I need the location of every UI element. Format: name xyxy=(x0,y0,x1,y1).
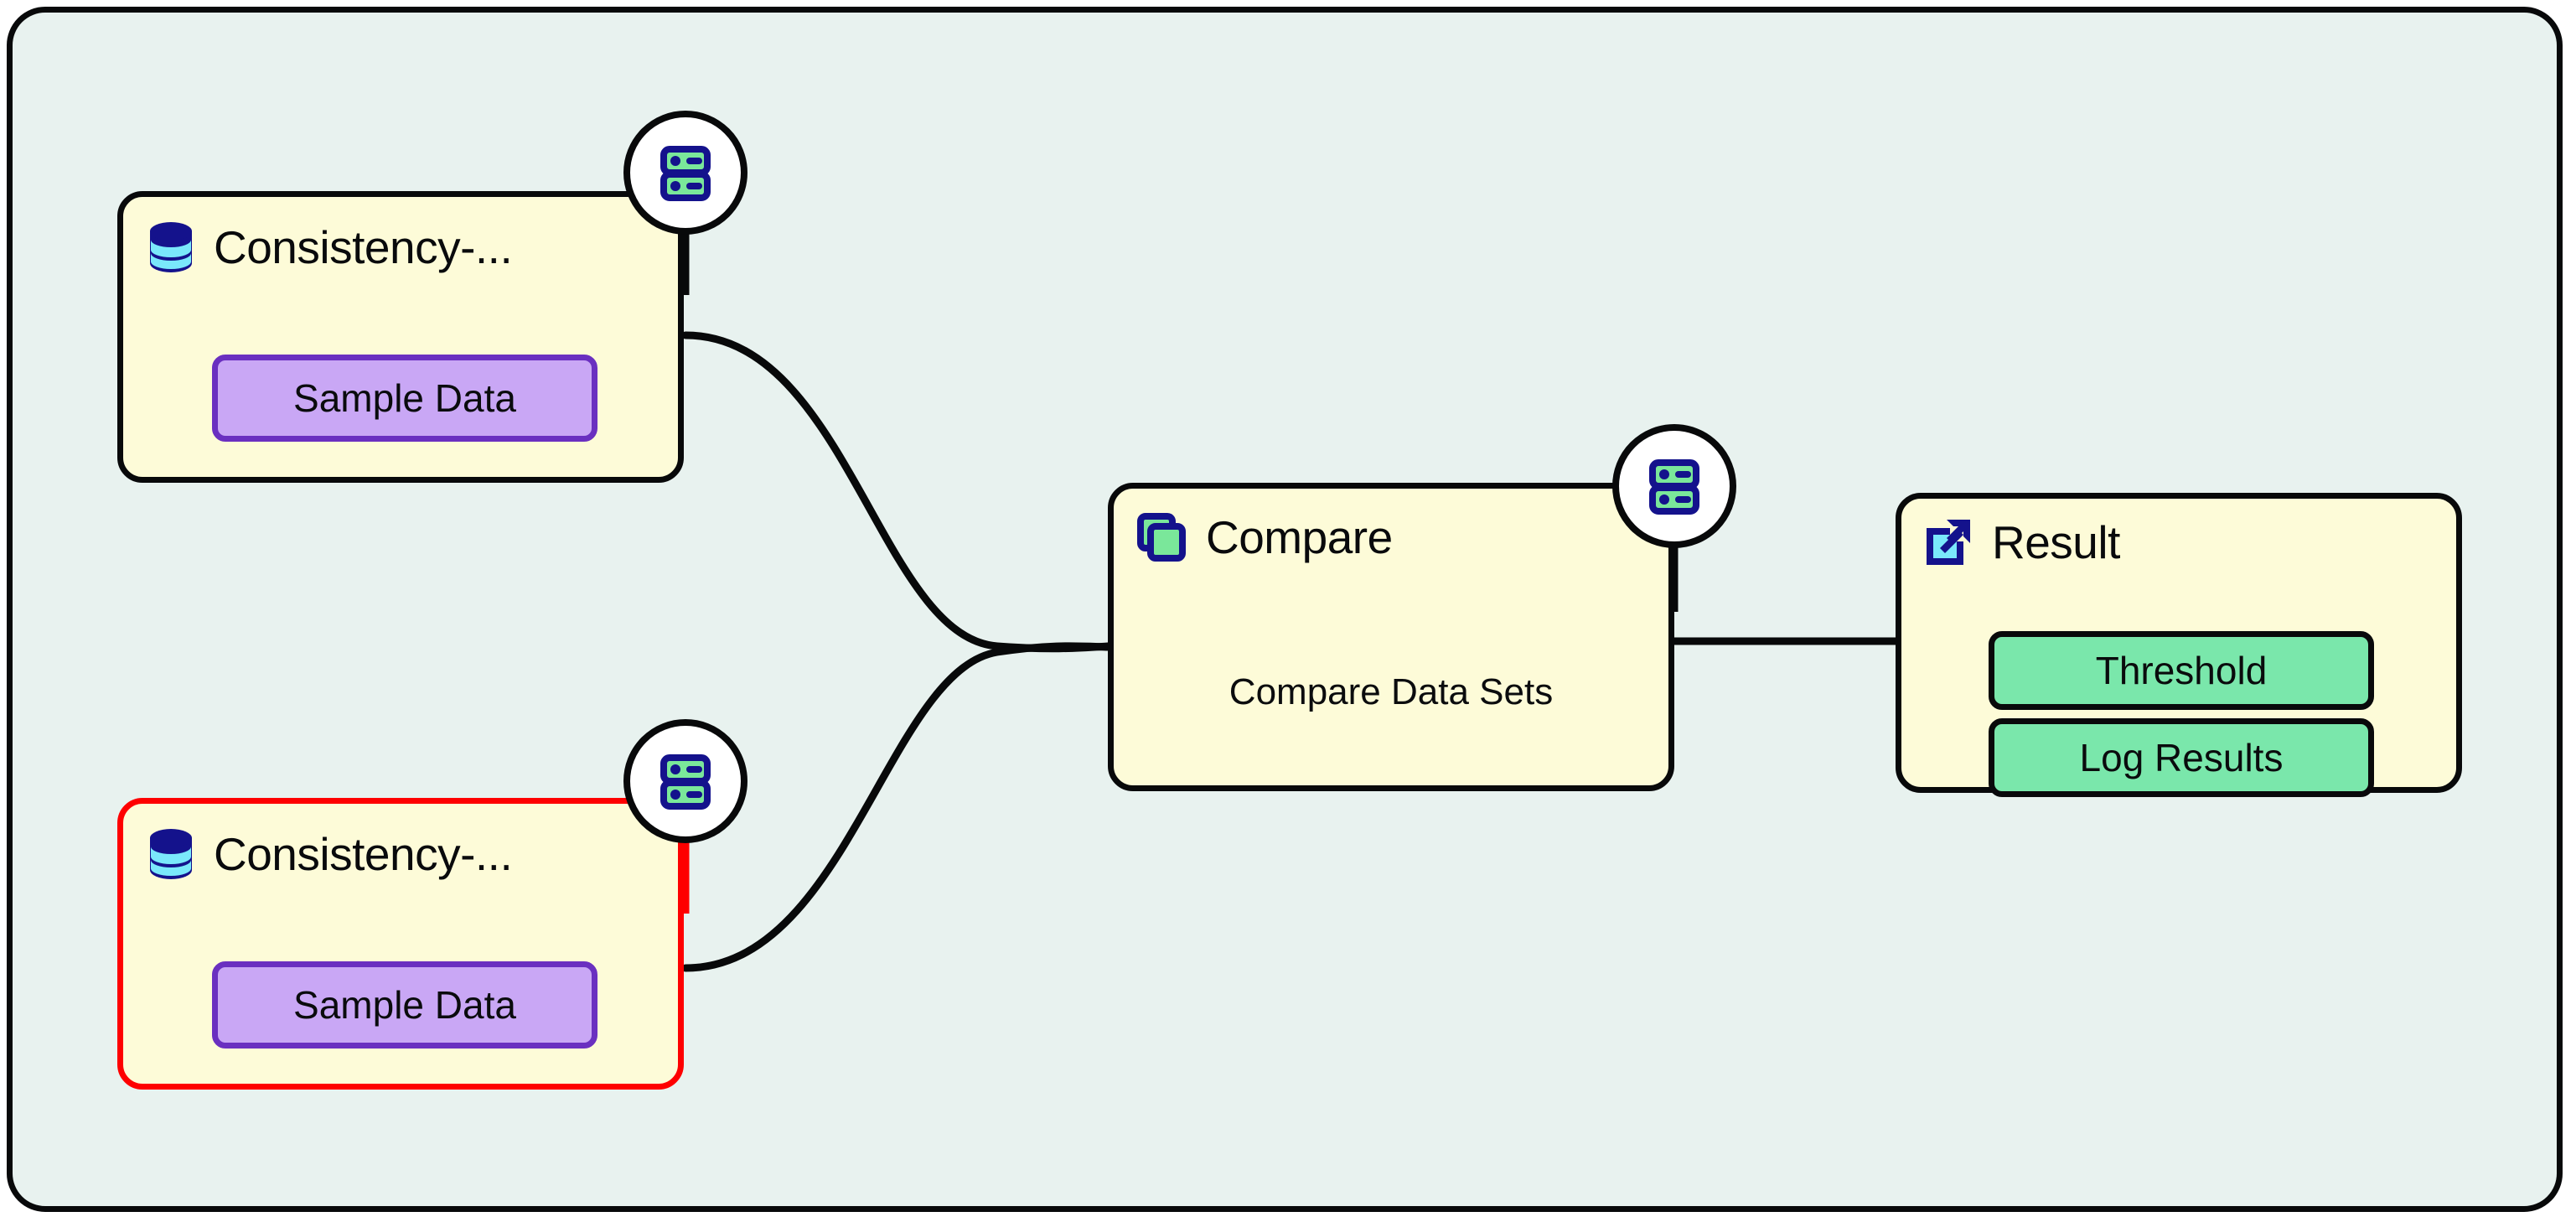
node-title: Result xyxy=(1992,516,2120,568)
chip-log-results[interactable]: Log Results xyxy=(1989,718,2374,797)
node-header: Consistency-... xyxy=(123,197,678,274)
badge-compare[interactable] xyxy=(1612,424,1736,548)
node-title: Compare xyxy=(1206,511,1393,563)
server-rack-icon xyxy=(652,748,719,815)
badge-source-a[interactable] xyxy=(623,111,747,235)
node-title: Consistency-... xyxy=(214,828,513,880)
chip-sample-data[interactable]: Sample Data xyxy=(212,355,597,442)
chip-threshold[interactable]: Threshold xyxy=(1989,631,2374,710)
chip-sample-data[interactable]: Sample Data xyxy=(212,961,597,1049)
node-source-a[interactable]: Consistency-... Sample Data xyxy=(117,191,684,483)
server-rack-icon xyxy=(652,139,719,206)
copy-layers-icon xyxy=(1135,511,1187,563)
database-icon xyxy=(147,828,195,880)
node-result[interactable]: Result Threshold Log Results xyxy=(1896,493,2462,797)
badge-source-b[interactable] xyxy=(623,719,747,843)
node-compare[interactable]: Compare Compare Data Sets xyxy=(1108,483,1674,791)
node-header: Consistency-... xyxy=(123,804,678,881)
database-icon xyxy=(147,221,195,273)
server-rack-icon xyxy=(1641,453,1708,520)
external-link-icon xyxy=(1922,516,1973,568)
node-source-b[interactable]: Consistency-... Sample Data xyxy=(117,798,684,1090)
node-header: Result xyxy=(1901,499,2456,569)
node-title: Consistency-... xyxy=(214,221,513,273)
node-header: Compare xyxy=(1114,489,1668,564)
node-subtitle: Compare Data Sets xyxy=(1229,671,1554,712)
